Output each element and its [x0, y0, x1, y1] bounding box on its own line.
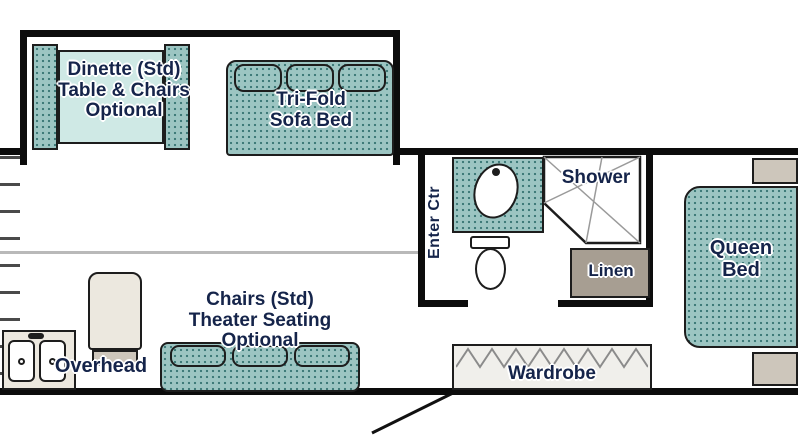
hanger-zigzag-icon	[456, 347, 648, 369]
theater-label-line1: Chairs (Std)	[206, 289, 314, 310]
front-cap-stripes	[0, 156, 20, 387]
theater-cushion	[170, 345, 226, 367]
sink-basin-left	[8, 340, 35, 382]
theater-label: Chairs (Std) Theater Seating Optional	[150, 289, 370, 352]
wardrobe-label-text: Wardrobe	[508, 363, 596, 384]
dinette-bench-left	[32, 44, 58, 150]
dinette-label-line1: Dinette (Std)	[67, 59, 181, 80]
bath-faucet-icon	[492, 168, 500, 176]
toilet-bowl-icon	[475, 248, 506, 290]
trifold-sofa-label: Tri-Fold Sofa Bed	[236, 89, 386, 131]
overhead-label-text: Overhead	[54, 355, 148, 377]
theater-cushion	[294, 345, 350, 367]
theater-label-line2: Theater Seating	[188, 309, 332, 331]
sofa-label-line2: Sofa Bed	[269, 109, 353, 131]
callout-pointer-line	[371, 390, 456, 435]
nightstand-bottom	[752, 352, 798, 386]
dinette-table	[58, 50, 164, 144]
sink-drain-icon	[49, 358, 56, 365]
dinette-label-line3: Optional	[85, 100, 163, 122]
linen-label: Linen	[574, 261, 648, 280]
theater-cushion	[232, 345, 288, 367]
bath-wall-right	[646, 155, 653, 305]
bath-wall-bottom-left	[418, 300, 468, 307]
sofa-cushion	[234, 64, 282, 92]
shower-stall	[542, 155, 642, 245]
queen-bed	[684, 186, 798, 348]
chair-base	[92, 350, 138, 366]
chair	[88, 272, 142, 350]
dinette-bench-right	[164, 44, 190, 150]
sofa-cushion	[286, 64, 334, 92]
faucet-icon	[28, 333, 44, 339]
shower-label-text: Shower	[561, 167, 631, 188]
bath-wall-left	[418, 155, 425, 307]
queen-bed-label-line2: Bed	[722, 258, 760, 281]
nightstand-top	[752, 158, 798, 184]
entry-door-label: Enter Ctr	[426, 162, 446, 284]
sink-drain-icon	[18, 358, 25, 365]
dinette-label: Dinette (Std) Table & Chairs Optional	[28, 59, 220, 122]
dinette-label-line2: Table & Chairs	[58, 79, 190, 101]
slideout-floor-line	[0, 251, 419, 254]
wardrobe-label: Wardrobe	[470, 363, 634, 385]
linen-cabinet	[570, 248, 650, 298]
queen-bed-label-line1: Queen	[709, 237, 773, 259]
bath-wall-bottom-right	[558, 300, 653, 307]
shower-label: Shower	[546, 167, 646, 189]
entry-door-label-text: Enter Ctr	[426, 186, 443, 260]
sofa-cushion	[338, 64, 386, 92]
overhead-label: Overhead	[36, 355, 166, 378]
queen-bed-label: Queen Bed	[684, 237, 798, 281]
sofa-label-line1: Tri-Fold	[276, 89, 346, 110]
linen-label-text: Linen	[588, 261, 634, 280]
theater-label-line3: Optional	[221, 330, 299, 352]
